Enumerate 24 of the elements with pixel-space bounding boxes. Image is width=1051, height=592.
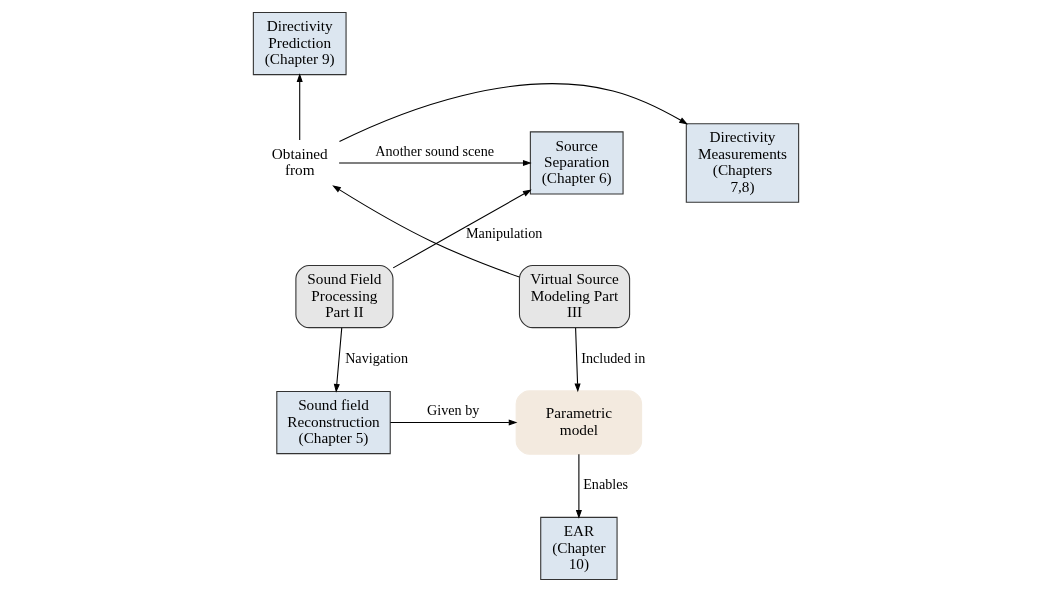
arrow [338,83,688,143]
edge-label: Enables [582,476,628,493]
edge-label: Another sound scene [374,142,494,159]
arrow [574,327,581,393]
edge-label: Given by [426,402,479,419]
arrow [338,159,532,166]
arrow [333,327,342,393]
node-box: Sound Field Processing Part II [294,264,393,329]
node-box: Sound field Reconstruction (Chapter 5) [275,390,391,455]
node-text: Obtained from [271,144,328,179]
node-box: Source Separation (Chapter 6) [529,131,624,195]
edge-label: Navigation [344,349,408,366]
arrow [296,73,303,141]
node-box: Directivity Prediction (Chapter 9) [252,11,347,76]
node-box: Virtual Source Modeling Part III [518,264,630,329]
arrow [392,189,532,269]
arrow [331,185,520,278]
arrow [389,419,517,426]
node-box: Directivity Measurements (Chapters 7,8) [685,123,799,203]
edge-label: Manipulation [465,224,542,241]
node-box: Parametric model [515,390,642,455]
node-box: EAR (Chapter 10) [539,516,618,581]
arrow [575,453,582,519]
edge-label: Included in [580,349,645,366]
